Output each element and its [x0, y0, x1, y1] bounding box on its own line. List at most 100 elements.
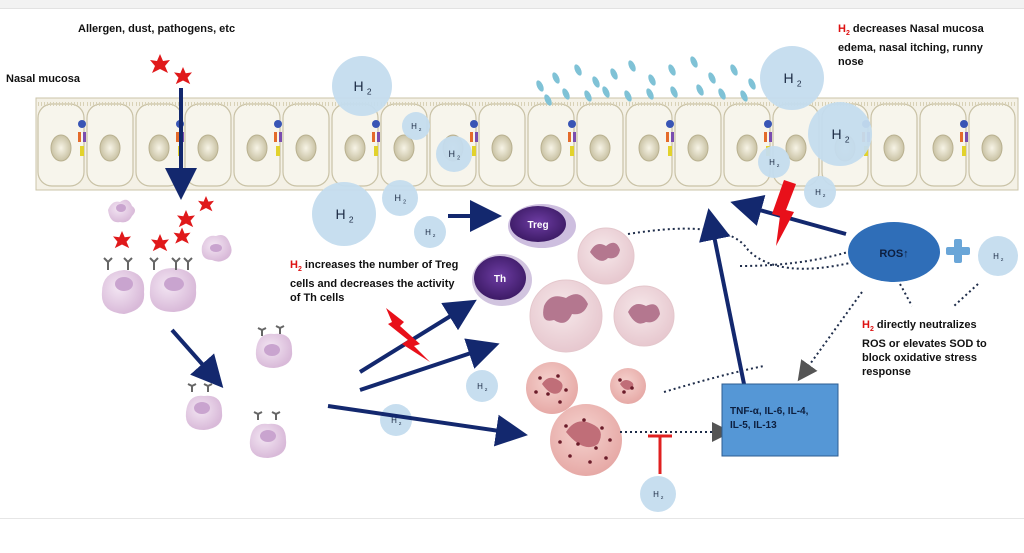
h2-bubble-symbol: H — [335, 206, 345, 222]
h2-bubble-subscript: 2 — [1001, 257, 1004, 263]
bottom-border — [0, 518, 1024, 553]
h2-bubble-subscript: 2 — [777, 163, 780, 169]
droplet — [646, 88, 654, 100]
granule — [556, 374, 560, 378]
droplet — [624, 90, 632, 102]
th-label: Th — [494, 274, 506, 285]
epithelial-cell — [870, 102, 918, 187]
h2-bubble-subscript: 2 — [399, 421, 402, 427]
droplet — [690, 56, 698, 68]
droplet — [562, 88, 570, 100]
h2-bubble-symbol: H — [391, 416, 397, 425]
h2-bubble-subscript: 2 — [457, 155, 460, 161]
inhibition-bar — [648, 434, 672, 474]
h2-bubble-symbol: H — [411, 122, 417, 131]
treg-label: Treg — [527, 220, 548, 231]
h2-symbol: H — [290, 259, 298, 271]
granule — [608, 438, 612, 442]
cytokine-box — [721, 383, 839, 457]
lightning-bolts — [386, 180, 796, 362]
ros-label: ROS↑ — [879, 248, 908, 260]
droplet — [544, 94, 552, 106]
h2-effect-ros-text: directly neutralizes ROS or elevates SOD… — [862, 319, 987, 379]
droplet — [628, 60, 636, 72]
granule — [534, 390, 538, 394]
droplet — [730, 64, 738, 76]
allergen-star — [173, 227, 191, 244]
degranulating-mast-cell — [550, 404, 622, 476]
h2-bubble-symbol: H — [477, 382, 483, 391]
epithelial-cell — [919, 102, 967, 187]
h2-effect-treg-label: H2 increases the number of Treg cells an… — [290, 258, 460, 305]
h2-bubble-symbol: H — [425, 228, 431, 237]
receptor-icon — [274, 120, 282, 156]
h2-subscript: 2 — [845, 30, 850, 38]
granule — [564, 424, 568, 428]
droplet — [602, 86, 610, 98]
epithelial-cell — [674, 102, 722, 187]
b-cell — [101, 270, 145, 314]
granule — [582, 418, 586, 422]
allergen-star — [113, 231, 131, 249]
receptor-icon — [372, 120, 380, 156]
mast-cell — [610, 368, 646, 404]
allergen-star — [150, 54, 170, 73]
inflammatory-cells — [526, 227, 675, 476]
granule — [546, 392, 550, 396]
epithelial-cell — [233, 102, 281, 187]
h2-bubble-subscript: 2 — [485, 387, 488, 393]
receptor-icon — [960, 120, 968, 156]
droplet — [668, 64, 676, 76]
h2-bubble-subscript: 2 — [419, 127, 422, 133]
h2-bubble-symbol: H — [783, 70, 793, 86]
granule — [558, 400, 562, 404]
droplet — [718, 88, 726, 100]
droplet — [610, 68, 618, 80]
granule — [622, 390, 626, 394]
h2-symbol: H — [862, 319, 870, 331]
droplet — [740, 90, 748, 102]
droplet — [592, 76, 600, 88]
granule — [538, 376, 542, 380]
cytokine-line2: IL-5, IL-13 — [730, 420, 777, 431]
granule — [558, 440, 562, 444]
epithelial-cell — [135, 102, 183, 187]
granule — [604, 456, 608, 460]
epithelial-cell — [184, 102, 232, 187]
allergen-star — [177, 210, 195, 228]
h2-effect-mucosa-text: decreases Nasal mucosa edema, nasal itch… — [838, 23, 984, 69]
h2-bubble-symbol: H — [653, 490, 659, 499]
granule — [576, 442, 580, 446]
ros-node — [848, 222, 940, 282]
receptor-icon — [666, 120, 674, 156]
granule — [588, 460, 592, 464]
h2-bubble-subscript: 2 — [433, 233, 436, 239]
h2-effect-ros-label: H2 directly neutralizes ROS or elevates … — [862, 318, 1002, 379]
allergen-star — [198, 196, 214, 212]
pathway-arrows — [165, 88, 847, 447]
treg-cell — [508, 204, 576, 248]
h2-bubble-symbol: H — [769, 158, 775, 167]
droplet — [584, 90, 592, 102]
cytokine-line1: TNF-α, IL-6, IL-4, — [730, 406, 809, 417]
epithelial-cell — [576, 102, 624, 187]
mast-cell — [526, 362, 578, 414]
epithelial-cell — [86, 102, 134, 187]
receptor-icon — [568, 120, 576, 156]
granule — [568, 454, 572, 458]
epithelial-cell — [527, 102, 575, 187]
granule — [600, 426, 604, 430]
granule — [618, 378, 622, 382]
